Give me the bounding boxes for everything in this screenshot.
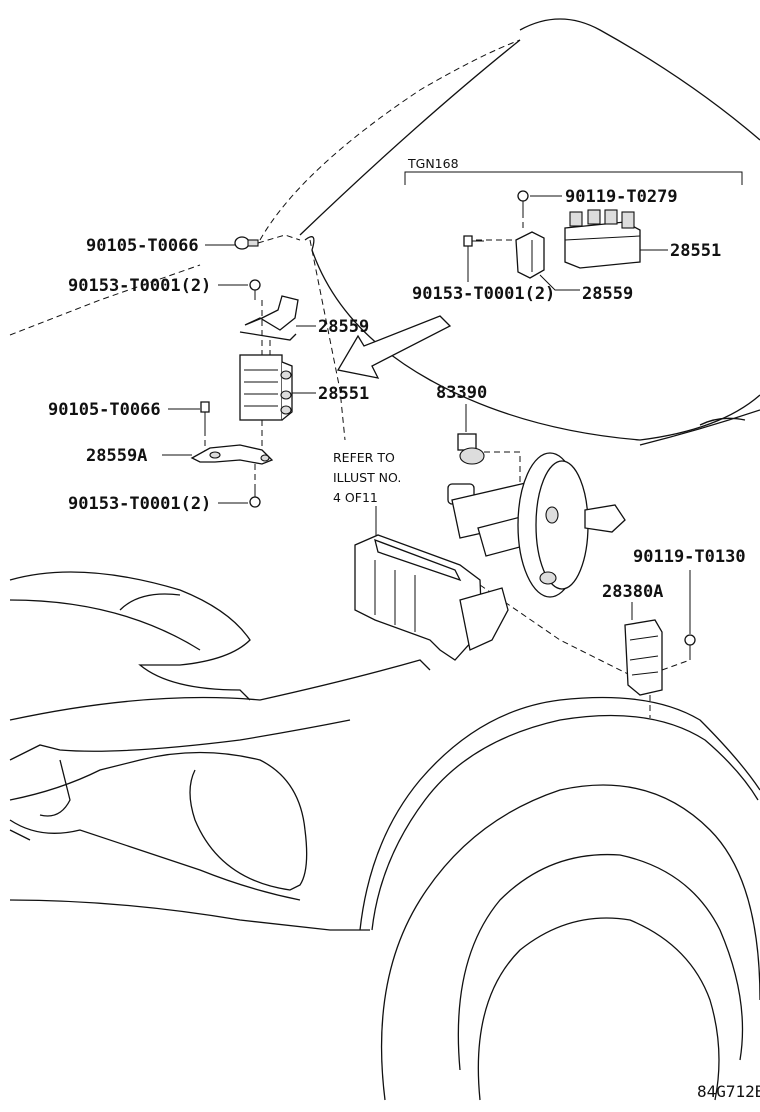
bolt-icon[interactable] (517, 190, 529, 212)
bumper-lower-outline (9, 719, 351, 761)
label-28380A[interactable]: 28380A (602, 582, 663, 602)
relay-28551-inset-icon[interactable] (564, 209, 641, 269)
right-relay-assembly: 90119-T0130 28380A (602, 547, 746, 718)
label-90119-right[interactable]: 90119-T0130 (633, 547, 746, 567)
note-line-3: 4 OF11 (333, 490, 378, 505)
bolt-icon[interactable] (234, 236, 259, 250)
wheel-arch-outline (359, 696, 760, 931)
bolt-icon[interactable] (684, 634, 696, 660)
bumper-outline (9, 659, 431, 721)
bolt-icon[interactable] (200, 401, 210, 430)
label-83390[interactable]: 83390 (436, 383, 487, 403)
label-28551-inset[interactable]: 28551 (670, 241, 721, 261)
label-90119-inset[interactable]: 90119-T0279 (565, 187, 678, 207)
screw-icon[interactable] (249, 279, 261, 300)
label-90153-inset[interactable]: 90153-T0001(2) (412, 284, 555, 304)
variant-label: TGN168 (407, 156, 459, 171)
hood-left-dashed (9, 264, 201, 336)
dashed-90105-top (257, 234, 301, 244)
leader-28559-inset (539, 274, 580, 291)
hood-centre-dashed (309, 239, 346, 441)
label-90105-mid[interactable]: 90105-T0066 (48, 400, 161, 420)
bracket-28559-icon[interactable] (239, 295, 299, 341)
lower-bumper-outline (9, 819, 370, 931)
diagram-code: 84G712B (697, 1082, 760, 1101)
fuse-block-icon (354, 534, 509, 661)
inset-group: TGN168 (404, 156, 743, 185)
direction-arrow-icon (336, 315, 452, 379)
dashed-83390 (484, 451, 521, 482)
bracket-28559-inset-icon[interactable] (515, 231, 545, 279)
brake-booster-group: 83390 (436, 383, 626, 598)
tire-outer-outline (380, 784, 760, 1101)
note-line-1: REFER TO (333, 450, 395, 465)
relay-28551-icon[interactable] (239, 354, 293, 421)
label-90153-top[interactable]: 90153-T0001(2) (68, 276, 211, 296)
tire-inner-outline (457, 853, 744, 1071)
label-28559A[interactable]: 28559A (86, 446, 147, 466)
note-line-2: ILLUST NO. (333, 470, 401, 485)
windshield-lower-outline (639, 409, 760, 446)
inset-relay-assembly: 90119-T0279 28551 28559 90153-T0001(2) (412, 187, 721, 304)
label-28551-left[interactable]: 28551 (318, 384, 369, 404)
screw-icon[interactable] (463, 235, 484, 247)
sensor-83390-icon[interactable] (457, 433, 485, 465)
dashed-28380A (649, 659, 691, 718)
grille-outline (9, 751, 308, 891)
label-90153-bottom[interactable]: 90153-T0001(2) (68, 494, 211, 514)
fender-upper-outline (9, 593, 201, 651)
wheel-arch-inner-outline (371, 714, 759, 931)
dashed-28559A (254, 420, 263, 490)
hood-edge-dashed (259, 39, 521, 241)
fender-outline (9, 571, 251, 701)
left-relay-assembly: 90105-T0066 90153-T0001(2) 28559 28551 (48, 234, 369, 514)
relay-28380A-icon[interactable] (624, 619, 663, 696)
bracket-28559A-icon[interactable] (190, 444, 274, 465)
brake-booster-icon (447, 452, 626, 598)
label-90105-top[interactable]: 90105-T0066 (86, 236, 199, 256)
screw-icon[interactable] (249, 490, 261, 508)
refer-block: REFER TO ILLUST NO. 4 OF11 (333, 450, 509, 661)
inset-bracket-line (404, 171, 743, 185)
label-28559-inset[interactable]: 28559 (582, 284, 633, 304)
tire-hub-outline (477, 917, 720, 1101)
bumper-bottom-outline (9, 759, 71, 841)
label-28559-left[interactable]: 28559 (318, 317, 369, 337)
vehicle-body (9, 18, 760, 1101)
windshield-outline (299, 18, 760, 236)
dashed-bracket-link (261, 300, 271, 355)
